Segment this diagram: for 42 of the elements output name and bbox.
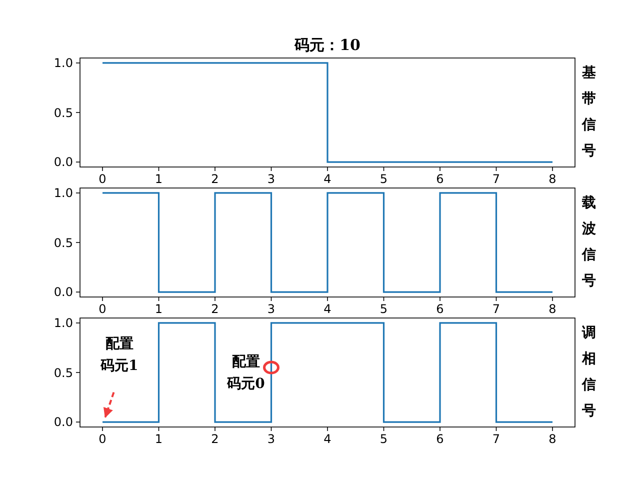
axis-title: 调相信号 (582, 324, 597, 421)
tick-label: 0 (98, 172, 106, 186)
tick-label: 1 (154, 432, 163, 446)
annotation-text: 配置码元1 (100, 334, 138, 376)
tick-label: 8 (548, 172, 556, 186)
tick-label: 8 (548, 302, 556, 316)
tick-label: 0 (98, 432, 106, 446)
tick-label: 2 (211, 432, 219, 446)
tick-label: 4 (324, 172, 332, 186)
tick-label: 0.0 (54, 415, 73, 430)
tick-label: 3 (267, 172, 276, 186)
annotation-text: 配置码元0 (227, 352, 265, 394)
tick-label: 1 (154, 172, 163, 186)
axis-title: 基带信号 (582, 64, 597, 161)
tick-label: 1 (154, 302, 163, 316)
chart-title: 码元：10 (294, 36, 360, 54)
tick-label: 0.5 (54, 106, 73, 120)
tick-label: 8 (548, 432, 556, 446)
tick-label: 1.0 (54, 186, 73, 200)
tick-label: 3 (267, 432, 276, 446)
tick-label: 6 (436, 302, 444, 316)
tick-label: 4 (324, 302, 332, 316)
tick-label: 4 (324, 432, 332, 446)
tick-label: 7 (492, 302, 500, 316)
axis-title: 载波信号 (582, 194, 597, 291)
tick-label: 5 (380, 172, 388, 186)
tick-label: 0.5 (54, 366, 73, 380)
tick-label: 6 (436, 432, 444, 446)
tick-label: 7 (492, 172, 500, 186)
tick-label: 0.5 (54, 236, 73, 250)
tick-label: 2 (211, 172, 219, 186)
tick-label: 6 (436, 172, 444, 186)
tick-label: 1.0 (54, 316, 73, 330)
tick-label: 2 (211, 302, 219, 316)
tick-label: 0 (98, 302, 106, 316)
tick-label: 7 (492, 432, 500, 446)
tick-label: 3 (267, 302, 276, 316)
tick-label: 5 (380, 432, 388, 446)
tick-label: 1.0 (54, 56, 73, 70)
tick-label: 0.0 (54, 155, 73, 170)
tick-label: 0.0 (54, 285, 73, 300)
tick-label: 5 (380, 302, 388, 316)
